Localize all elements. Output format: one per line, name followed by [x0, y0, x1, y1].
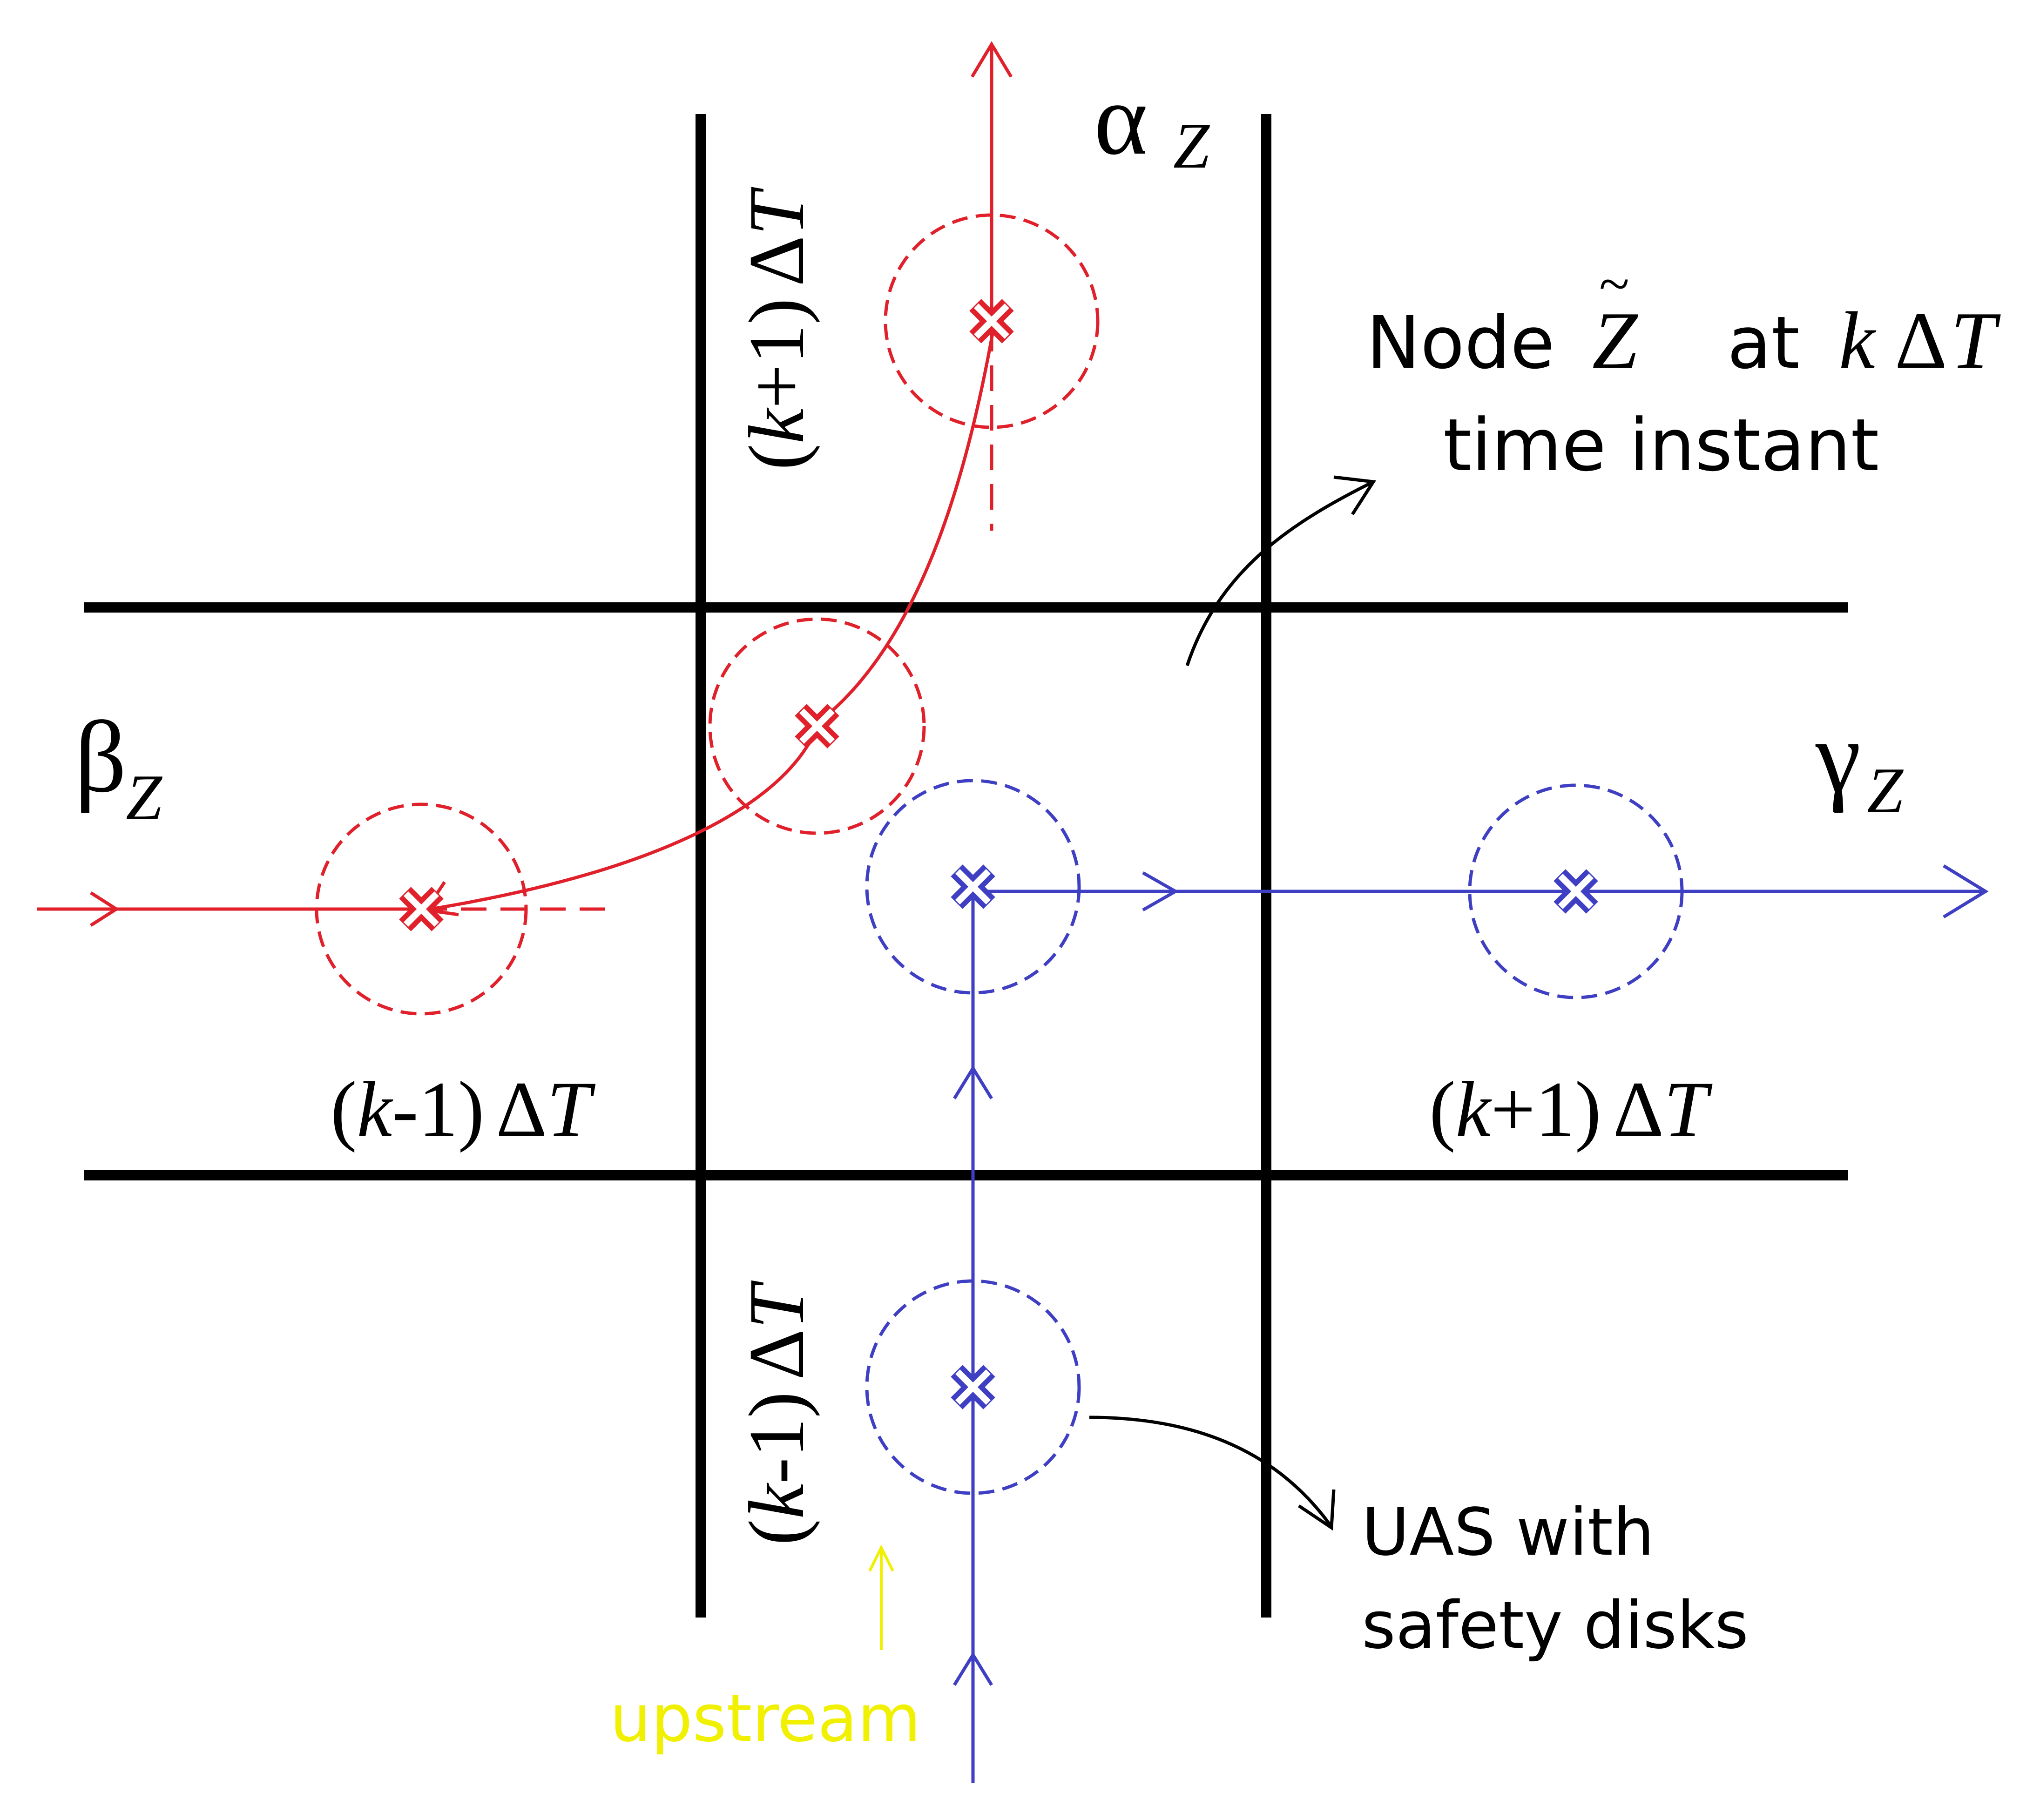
- blue-safety-disk-2: [865, 779, 1081, 995]
- svg-text:T: T: [1951, 295, 2001, 385]
- svg-text:β: β: [74, 700, 127, 814]
- red-turning-curve: [430, 325, 996, 911]
- svg-text:time instant: time instant: [1443, 403, 1879, 487]
- svg-text:Z: Z: [126, 762, 163, 834]
- red-safety-disk-2: [708, 617, 926, 835]
- blue-uas-trajectory: [865, 779, 1989, 1783]
- uas-annotation: UAS with safety disks: [1362, 1495, 1749, 1664]
- time-label-top-vertical: (k+1)ΔT: [733, 187, 820, 470]
- svg-text:Z: Z: [1592, 295, 1638, 385]
- road-grid: [84, 114, 1848, 1618]
- svg-text:k: k: [1839, 295, 1877, 385]
- svg-text:Δ: Δ: [1895, 295, 1947, 385]
- svg-text:at: at: [1727, 301, 1800, 385]
- blue-arrow-right-end: [1943, 864, 1989, 918]
- upstream-arrowhead: [868, 1544, 894, 1572]
- uas-callout-arrow: [1089, 1416, 1333, 1528]
- svg-text:Z: Z: [1867, 755, 1904, 827]
- red-outgoing-arrow: [970, 41, 1013, 78]
- blue-safety-disk-1: [865, 1279, 1081, 1495]
- svg-text:~: ~: [1599, 253, 1629, 315]
- uas-callout-arrowhead: [1298, 1489, 1336, 1531]
- svg-text:Node: Node: [1366, 301, 1555, 385]
- time-label-left: (k-1)ΔT: [331, 1065, 596, 1153]
- svg-text:UAS with: UAS with: [1362, 1495, 1655, 1571]
- svg-text:safety disks: safety disks: [1362, 1588, 1749, 1664]
- node-callout-arrow: [1185, 480, 1374, 667]
- gamma-label: γ Z: [1815, 700, 1904, 827]
- red-incoming-arrow: [90, 891, 120, 927]
- red-safety-disk-3: [884, 213, 1100, 429]
- time-label-right: (k+1)ΔT: [1429, 1065, 1713, 1153]
- time-label-bottom-vertical: (k-1)ΔT: [733, 1280, 820, 1545]
- blue-arrow-right-mid: [1142, 871, 1179, 912]
- blue-arrow-bottom: [953, 1651, 993, 1686]
- alpha-label: α Z: [1094, 62, 1210, 182]
- svg-text:γ: γ: [1815, 700, 1861, 814]
- blue-arrow-middle: [953, 1065, 993, 1099]
- node-annotation: Node Z ~ at k Δ T time instant: [1366, 253, 2001, 487]
- red-uas-trajectory: [37, 41, 1100, 1016]
- red-safety-disk-1: [315, 802, 528, 1016]
- node-callout-arrowhead: [1333, 475, 1376, 515]
- blue-safety-disk-3: [1468, 783, 1684, 999]
- upstream-label: upstream: [610, 1681, 921, 1757]
- svg-text:α: α: [1094, 62, 1148, 176]
- beta-label: β Z: [74, 700, 163, 834]
- svg-text:Z: Z: [1173, 110, 1210, 182]
